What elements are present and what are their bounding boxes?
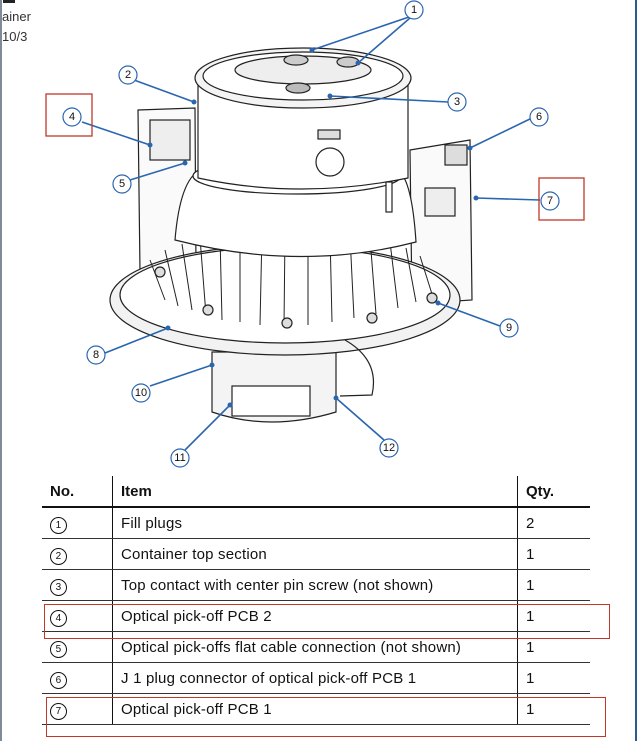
table-header-row: No. Item Qty. [42,476,590,508]
row-number-circle: 5 [50,640,67,658]
page-right-border [635,0,637,741]
row-qty: 1 [517,538,590,570]
cropped-text-line-1: ainer [2,9,31,24]
callout-circles [62,0,560,468]
highlight-row-4 [44,604,610,639]
highlight-callout-7 [538,177,585,221]
table-row: 1 Fill plugs 2 [42,507,590,539]
cropped-text-fragment [3,0,15,3]
row-item: Fill plugs [112,507,518,539]
row-qty: 1 [517,662,590,694]
row-qty: 1 [517,631,590,663]
header-qty: Qty. [517,476,590,508]
row-qty: 2 [517,507,590,539]
table-row: 7 Optical pick-off PCB 1 1 [42,693,590,725]
callout-12: 12 [383,442,395,454]
row-number-circle: 1 [50,517,67,534]
row-number-circle: 4 [50,609,67,627]
header-item: Item [112,476,518,508]
row-number-circle: 6 [50,671,67,689]
header-no: No. [42,476,113,508]
parts-table: No. Item Qty. 1 Fill plugs 2 2 Container… [42,476,590,725]
cropped-text-line-2: 10/3 [2,29,28,44]
row-qty: 1 [517,693,590,725]
callout-2: 2 [125,69,131,81]
callout-9: 9 [506,322,512,334]
highlight-callout-4 [45,93,93,137]
row-number-circle: 3 [50,578,67,596]
callout-3: 3 [454,96,460,108]
row-item: Container top section [112,538,518,570]
callout-1: 1 [411,4,417,16]
row-number-circle: 2 [50,547,67,565]
table-row: 6 J 1 plug connector of optical pick-off… [42,662,590,694]
callout-11: 11 [174,452,185,464]
row-item: Optical pick-offs flat cable connection … [112,631,518,663]
callout-6: 6 [536,111,542,123]
row-number-circle: 7 [50,702,67,720]
callout-4: 4 [69,111,75,123]
row-item: J 1 plug connector of optical pick-off P… [112,662,518,694]
callout-arrowheads [147,47,479,408]
callout-5: 5 [119,178,125,190]
callout-10: 10 [135,387,147,399]
row-item: Optical pick-off PCB 1 [112,693,518,725]
table-row: 3 Top contact with center pin screw (not… [42,569,590,601]
meter-housing-drawing [109,47,473,423]
row-qty: 1 [517,600,590,632]
page-left-border [0,0,2,741]
highlight-row-7 [46,697,606,737]
table-row: 4 Optical pick-off PCB 2 1 [42,600,590,632]
row-qty: 1 [517,569,590,601]
callout-8: 8 [93,349,99,361]
callout-7: 7 [547,195,553,207]
table-row: 2 Container top section 1 [42,538,590,570]
meter-exploded-illustration: 1 2 3 4 5 6 7 8 9 10 11 12 [45,0,585,468]
row-item: Optical pick-off PCB 2 [112,600,518,632]
table-row: 5 Optical pick-offs flat cable connectio… [42,631,590,663]
callout-leaders [81,16,541,451]
row-item: Top contact with center pin screw (not s… [112,569,518,601]
